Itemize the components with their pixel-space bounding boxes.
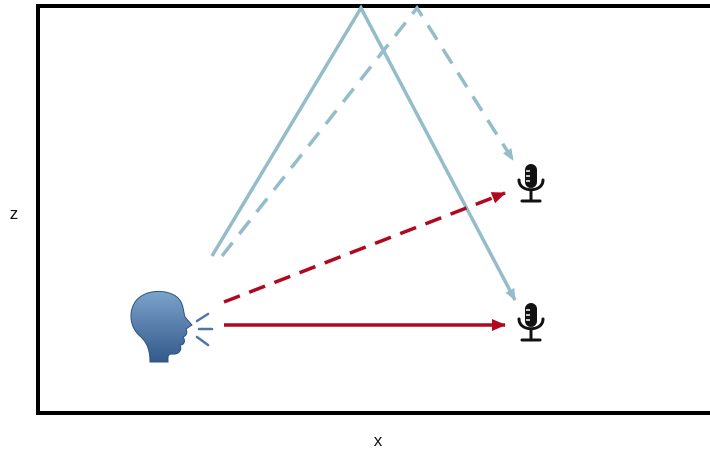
x-axis-label: x (374, 431, 383, 450)
room-walls (36, 4, 710, 415)
ceiling-reflection-to-upper-mic (220, 4, 515, 258)
ceiling-reflection-to-lower-mic (210, 4, 517, 301)
microphone-icon (517, 164, 545, 203)
microphone-icon (517, 303, 545, 342)
z-axis-label: z (10, 204, 19, 223)
speaking-head-icon (130, 290, 214, 363)
speaker-to-upper-mic (223, 191, 506, 304)
